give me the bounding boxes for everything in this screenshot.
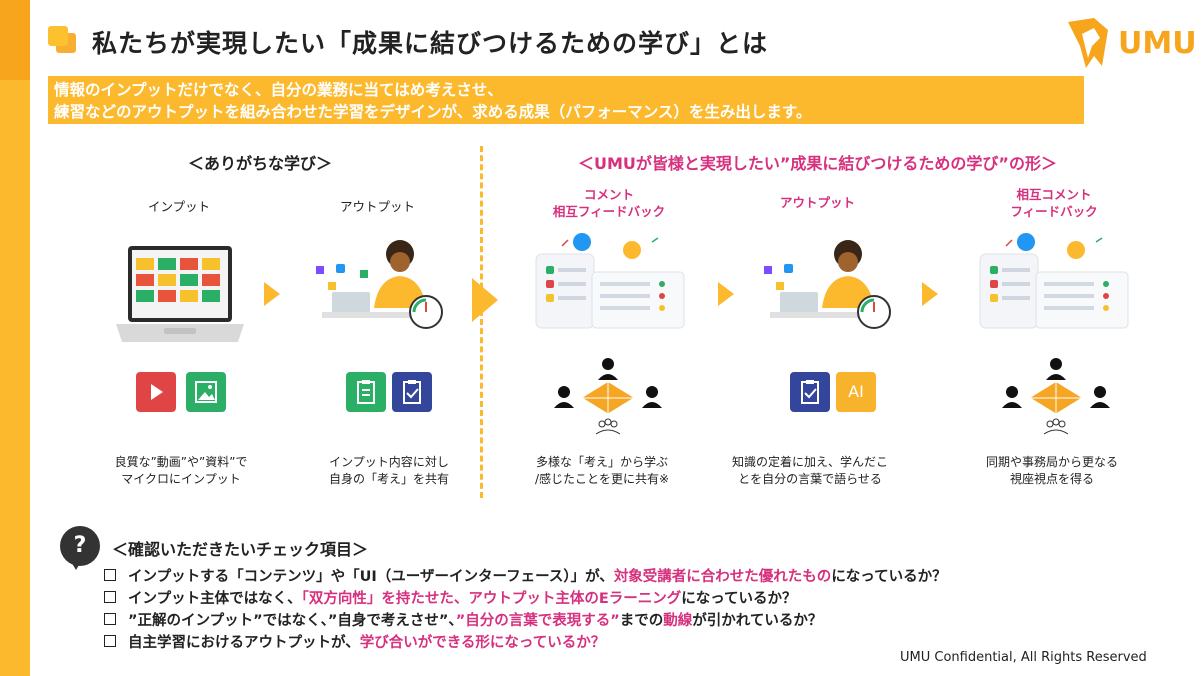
left-accent-bar-top (0, 0, 30, 80)
checklist-item: インプット主体ではなく、「双方向性」を持たせた、アウトプット主体のEラーニングに… (104, 588, 947, 610)
check-text: インプットする「コンテンツ」や「UI（ユーザーインターフェース）」が、 (128, 569, 614, 585)
col-output-label: アウトプット (340, 199, 416, 214)
col-output-desc-line2: 自身の「考え」を共有 (328, 472, 449, 486)
flow-arrow-main (472, 278, 498, 322)
check-text: 自主学習におけるアウトプットが、 (128, 635, 360, 651)
col-output2-desc: 知識の定着に加え、学んだこ とを自分の言葉で語らせる (730, 454, 890, 488)
clipboard-icon (346, 372, 386, 412)
col-feedback-desc: 多様な「考え」から学ぶ /感じたことを更に共有※ (524, 454, 680, 488)
col-feedback-desc-line1: 多様な「考え」から学ぶ (535, 455, 668, 469)
checkbox-icon (104, 635, 116, 647)
col-mutual-label-line2: フィードバック (1010, 204, 1098, 219)
feedback-screens-illustration-2 (979, 233, 1129, 329)
col-output2-desc-line2: とを自分の言葉で語らせる (738, 472, 882, 486)
feedback-screens-illustration-1 (535, 233, 685, 329)
flow-arrow-1 (264, 282, 280, 306)
checklist-icon (392, 372, 432, 412)
checklist-icon-2 (790, 372, 830, 412)
col-mutual-label: 相互コメント フィードバック (994, 186, 1114, 220)
umu-logo (1068, 18, 1108, 68)
col-input-desc: 良質な”動画”や”資料”で マイクロにインプット (112, 454, 250, 488)
checkbox-icon (104, 591, 116, 603)
checklist-item: ”正解のインプット”ではなく、”自身で考えさせ”、”自分の言葉で表現する”までの… (104, 610, 947, 632)
check-highlight: 「双方向性」を持たせた、アウトプット主体のEラーニング (301, 591, 682, 607)
intro-banner: 情報のインプットだけでなく、自分の業務に当てはめ考えさせ、 練習などのアウトプッ… (48, 76, 1084, 124)
check-highlight: 学び合いができる形になっているか？ (359, 635, 606, 651)
checklist-item: 自主学習におけるアウトプットが、学び合いができる形になっているか？ (104, 632, 947, 654)
col-mutual-label-line1: 相互コメント (1016, 187, 1092, 202)
section-divider (480, 146, 483, 498)
title-bullet-icon-front (48, 26, 68, 46)
check-text: ”正解のインプット”ではなく、”自身で考えさせ”、 (128, 613, 456, 629)
col-output2-desc-line1: 知識の定着に加え、学んだこ (731, 455, 888, 469)
left-accent-bar (0, 0, 30, 676)
col-output-desc: インプット内容に対し 自身の「考え」を共有 (316, 454, 462, 488)
check-text: になっているか？ (681, 591, 797, 607)
video-icon (136, 372, 176, 412)
flow-arrow-2 (718, 282, 734, 306)
check-text: になっているか？ (831, 569, 947, 585)
col-mutual-desc-line1: 同期や事務局から更なる (985, 455, 1118, 469)
col-input-label: インプット (148, 199, 211, 214)
check-text: が引かれているか？ (692, 613, 823, 629)
col-mutual-desc-line2: 視座視点を得る (1009, 472, 1094, 486)
flow-arrow-3 (922, 282, 938, 306)
banner-line-1: 情報のインプットだけでなく、自分の業務に当てはめ考えさせ、 (54, 81, 503, 99)
person-laptop-illustration (316, 240, 443, 329)
group-network-icon-2 (1002, 358, 1110, 435)
laptop-illustration (116, 246, 244, 342)
checklist-title: ＜確認いただきたいチェック項目＞ (112, 540, 369, 559)
footer-confidential: UMU Confidential, All Rights Reserved (900, 650, 1147, 665)
left-section-heading: ＜ありがちな学び＞ (188, 154, 333, 173)
person-laptop-illustration-2 (764, 240, 891, 329)
col-mutual-desc: 同期や事務局から更なる 視座視点を得る (976, 454, 1128, 488)
check-highlight: 動線 (663, 613, 693, 629)
col-feedback-desc-line2: /感じたことを更に共有※ (534, 472, 670, 486)
col-feedback-label: コメント 相互フィードバック (548, 186, 670, 220)
page-title: 私たちが実現したい「成果に結びつけるための学び」とは (92, 29, 769, 58)
col-feedback-label-line1: コメント (583, 187, 634, 202)
col-feedback-label-line2: 相互フィードバック (552, 204, 666, 219)
group-network-icon-1 (554, 358, 662, 435)
image-icon (186, 372, 226, 412)
logo-text: UMU (1118, 26, 1197, 61)
checklist-item: インプットする「コンテンツ」や「UI（ユーザーインターフェース）」が、対象受講者… (104, 566, 947, 588)
check-text: インプット主体ではなく、 (128, 591, 302, 607)
checklist: インプットする「コンテンツ」や「UI（ユーザーインターフェース）」が、対象受講者… (104, 566, 947, 654)
right-section-heading: ＜UMUが皆様と実現したい”成果に結びつけるための学び”の形＞ (578, 154, 1057, 173)
check-text: までの (619, 613, 664, 629)
checkbox-icon (104, 613, 116, 625)
check-highlight: 対象受講者に合わせた優れたもの (613, 569, 832, 585)
banner-line-2: 練習などのアウトプットを組み合わせた学習をデザインが、求める成果（パフォーマンス… (54, 103, 812, 121)
col-input-desc-line1: 良質な”動画”や”資料”で (114, 455, 248, 469)
ai-icon: AI (836, 372, 876, 412)
col-output-desc-line1: インプット内容に対し (329, 455, 449, 469)
col-input-desc-line2: マイクロにインプット (121, 472, 241, 486)
checkbox-icon (104, 569, 116, 581)
col-output2-label: アウトプット (780, 195, 856, 210)
check-highlight: ”自分の言葉で表現する” (455, 613, 620, 629)
question-icon: ? (60, 526, 100, 570)
